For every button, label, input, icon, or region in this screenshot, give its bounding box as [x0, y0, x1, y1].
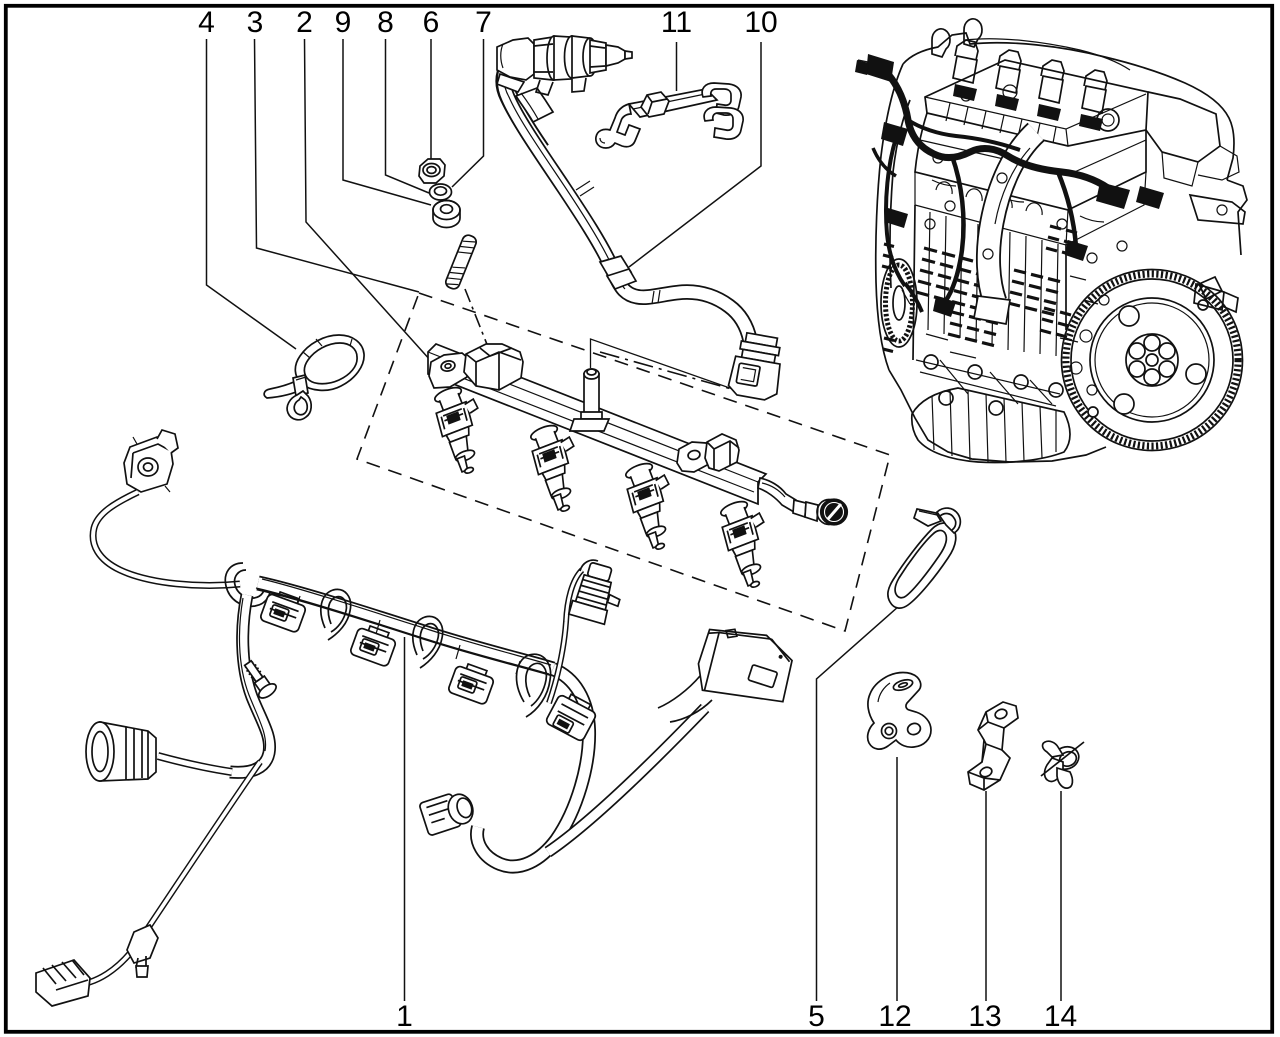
svg-text:14: 14 — [1044, 1000, 1077, 1033]
svg-text:3: 3 — [247, 6, 264, 39]
svg-text:2: 2 — [296, 6, 313, 39]
svg-text:6: 6 — [423, 6, 440, 39]
svg-text:1: 1 — [396, 1000, 413, 1033]
svg-text:9: 9 — [335, 6, 352, 39]
svg-text:13: 13 — [968, 1000, 1001, 1033]
svg-text:4: 4 — [198, 6, 215, 39]
svg-text:7: 7 — [475, 6, 492, 39]
svg-text:12: 12 — [878, 1000, 911, 1033]
svg-text:11: 11 — [661, 6, 692, 39]
svg-text:8: 8 — [377, 6, 394, 39]
svg-text:10: 10 — [744, 6, 777, 39]
svg-text:5: 5 — [808, 1000, 825, 1033]
